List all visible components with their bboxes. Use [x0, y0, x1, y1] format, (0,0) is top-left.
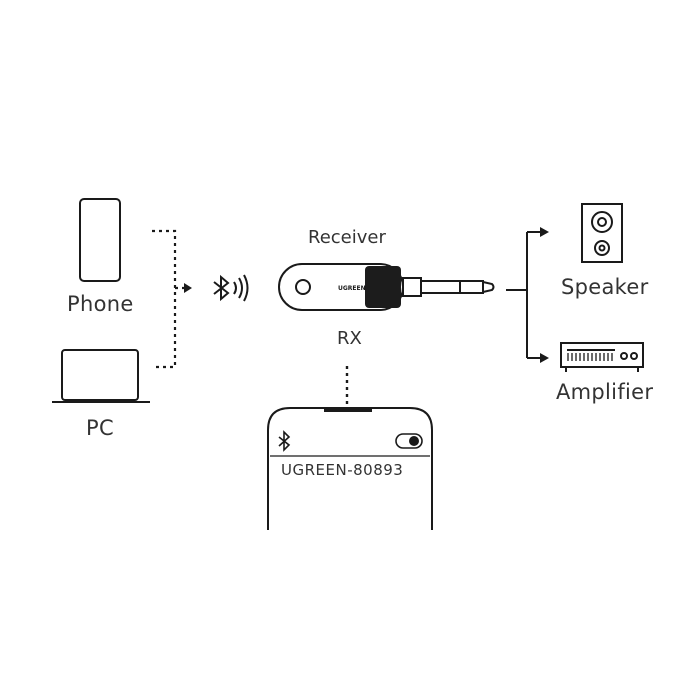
bluetooth-icon: [213, 274, 249, 302]
receiver-button-icon: [295, 279, 311, 295]
arrow-to-receiver: [184, 283, 192, 293]
arrow-to-amplifier: [540, 353, 549, 363]
pc-label: PC: [86, 416, 114, 440]
receiver-brand-label: UGREEN: [338, 285, 366, 292]
arrow-to-speaker: [540, 227, 549, 237]
laptop-icon: [52, 349, 150, 403]
audio-jack: [402, 277, 495, 297]
toggle-switch-icon: [395, 433, 423, 449]
rx-label: RX: [337, 328, 362, 349]
device-name-label: UGREEN-80893: [281, 461, 404, 479]
amplifier-icon: [560, 342, 644, 372]
speaker-icon: [581, 203, 623, 263]
phone-screen-frame: [267, 407, 433, 530]
receiver-label: Receiver: [308, 227, 386, 248]
speaker-label: Speaker: [561, 275, 649, 299]
phone-bluetooth-icon: [278, 430, 291, 452]
phone-icon: [79, 198, 121, 282]
output-connector: [506, 231, 540, 359]
phone-label: Phone: [67, 292, 134, 316]
amplifier-label: Amplifier: [556, 380, 654, 404]
receiver-device: UGREEN: [278, 263, 404, 311]
source-connector: [152, 229, 184, 369]
